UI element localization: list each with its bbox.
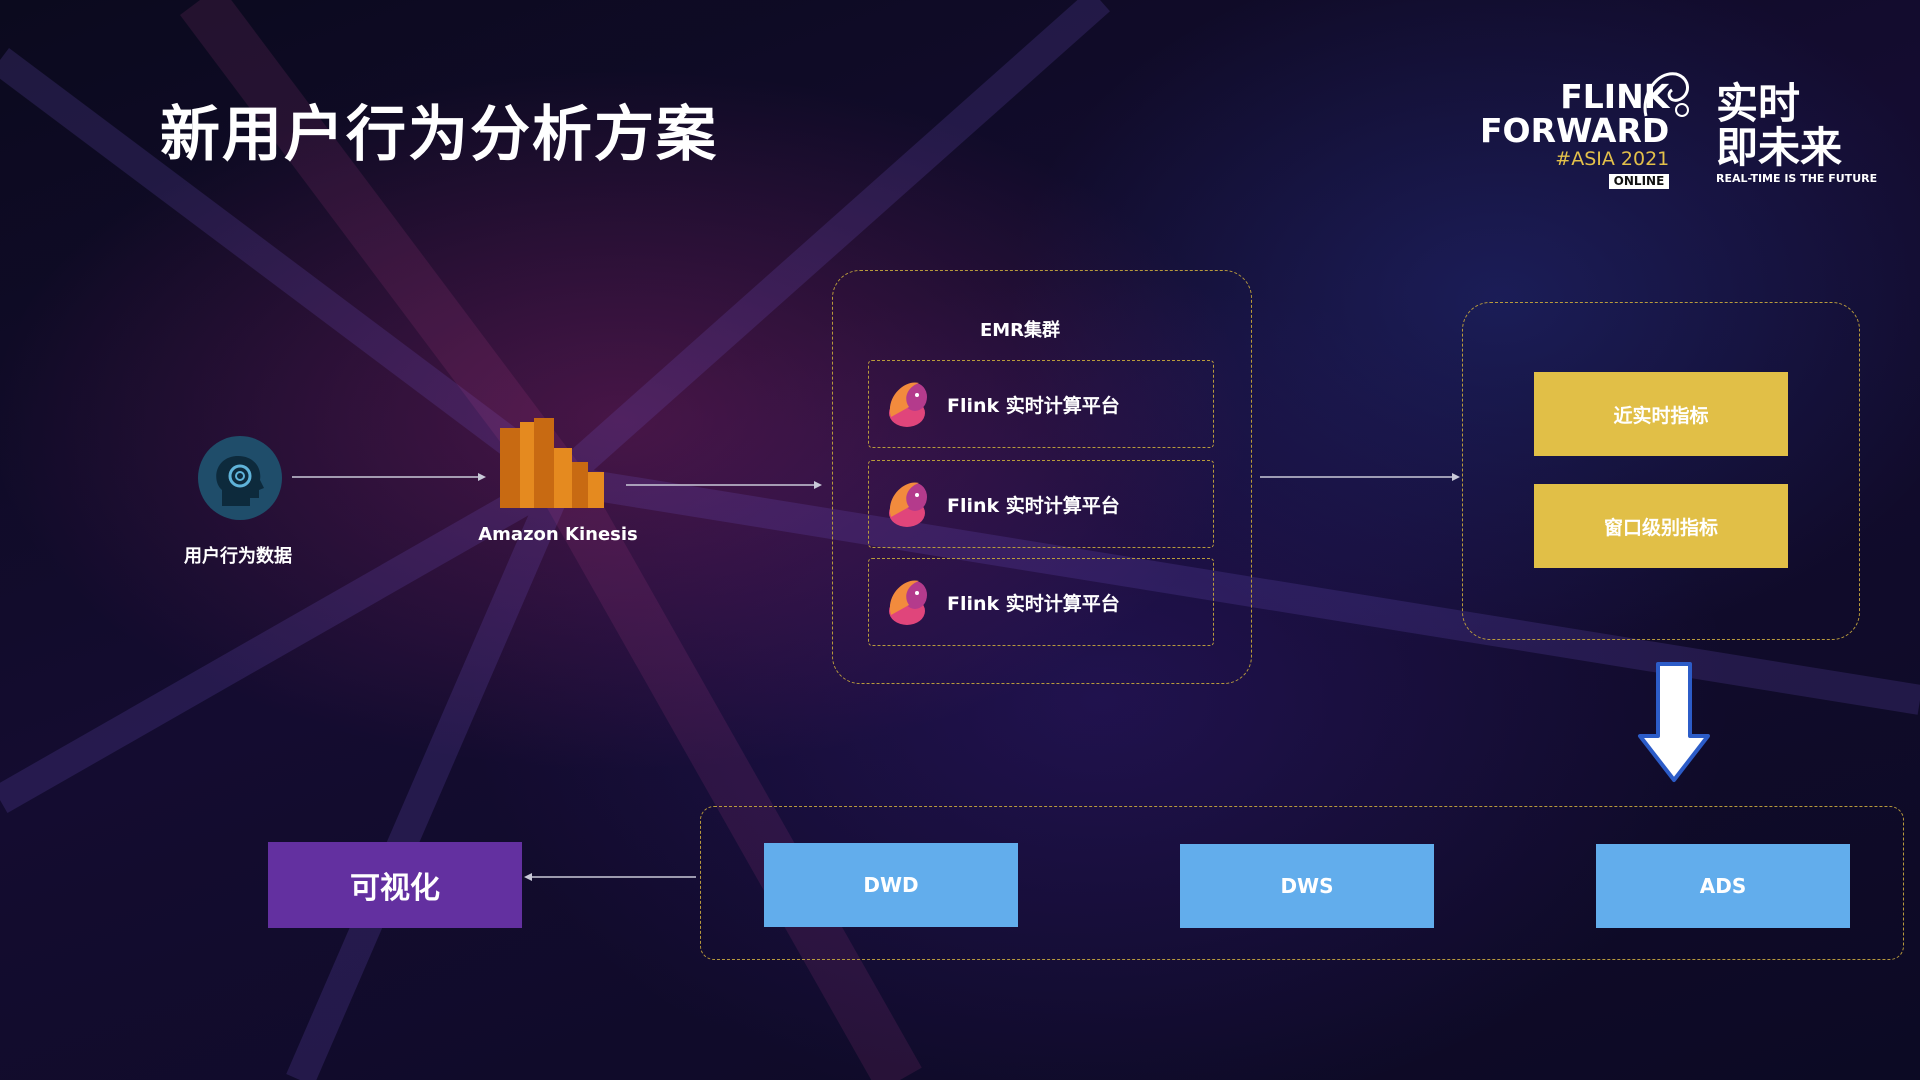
logo-cn-line1: 实时 bbox=[1716, 79, 1801, 128]
user-data-label: 用户行为数据 bbox=[184, 546, 292, 567]
realtime-future-logo: 实时 即未来 REAL-TIME IS THE FUTURE bbox=[1716, 79, 1878, 186]
flink-forward-logo: FLINK FORWARD #ASIA 2021 ONLINE bbox=[1480, 80, 1670, 189]
layer-ads: ADS bbox=[1596, 844, 1850, 928]
emr-cluster-title: EMR集群 bbox=[979, 320, 1061, 341]
logo-line3: #ASIA 2021 bbox=[1555, 148, 1670, 170]
kinesis-icon bbox=[500, 418, 604, 508]
logo-line2: FORWARD bbox=[1480, 111, 1670, 150]
squirrel-logo-icon bbox=[1643, 72, 1689, 117]
flink-squirrel-icon bbox=[889, 382, 927, 427]
flink-platform-label: Flink 实时计算平台 bbox=[947, 592, 1120, 615]
data-layers-box bbox=[700, 806, 1904, 960]
flink-squirrel-icon bbox=[889, 482, 927, 527]
near-realtime-metrics: 近实时指标 bbox=[1534, 372, 1788, 456]
arrow-kinesis-to-emr bbox=[626, 481, 822, 489]
flink-platform-item: Flink 实时计算平台 bbox=[868, 360, 1214, 448]
logo-tagline: REAL-TIME IS THE FUTURE bbox=[1716, 172, 1878, 185]
visualization-box: 可视化 bbox=[268, 842, 522, 928]
layer-dwd: DWD bbox=[764, 843, 1018, 927]
flink-platform-label: Flink 实时计算平台 bbox=[947, 494, 1120, 517]
metrics-box bbox=[1462, 302, 1860, 640]
logo-cn-line2: 即未来 bbox=[1716, 123, 1843, 172]
flink-platform-label: Flink 实时计算平台 bbox=[947, 394, 1120, 417]
window-level-metrics: 窗口级别指标 bbox=[1534, 484, 1788, 568]
down-arrow-icon bbox=[1638, 662, 1710, 782]
page-title: 新用户行为分析方案 bbox=[160, 100, 718, 170]
arrow-user-to-kinesis bbox=[292, 473, 486, 481]
layer-dws: DWS bbox=[1180, 844, 1434, 928]
flink-squirrel-icon bbox=[889, 580, 927, 625]
flink-platform-item: Flink 实时计算平台 bbox=[868, 558, 1214, 646]
arrow-layers-to-visualization bbox=[524, 873, 696, 881]
kinesis-label: Amazon Kinesis bbox=[478, 524, 638, 545]
logo-badge: ONLINE bbox=[1608, 174, 1670, 189]
arrow-emr-to-metrics bbox=[1260, 473, 1460, 481]
user-head-icon bbox=[198, 436, 282, 520]
flink-platform-item: Flink 实时计算平台 bbox=[868, 460, 1214, 548]
emr-cluster-box bbox=[832, 270, 1252, 684]
